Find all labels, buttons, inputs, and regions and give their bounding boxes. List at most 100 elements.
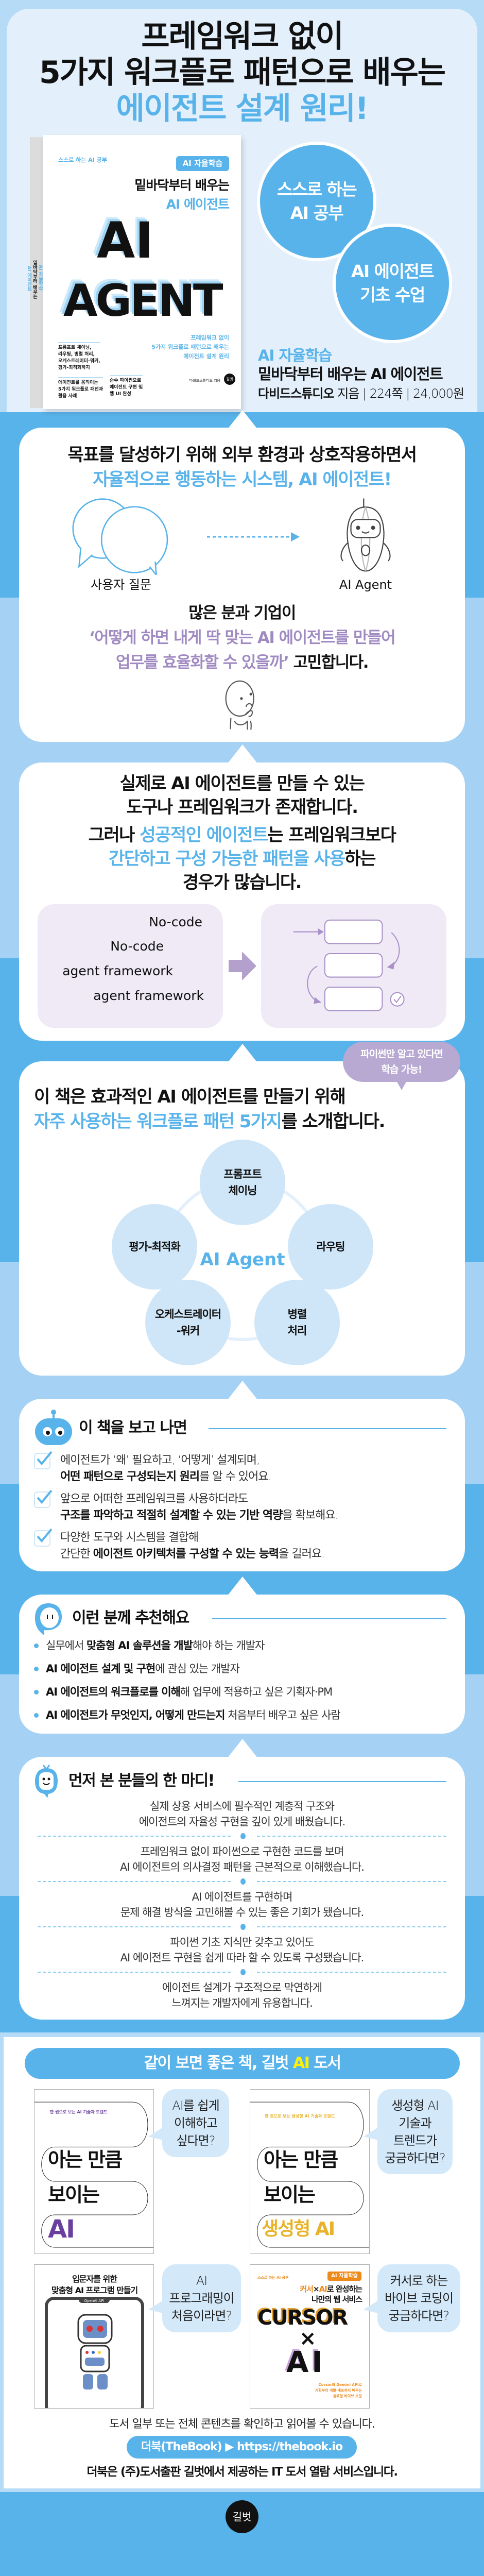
robot-head-icon <box>35 1410 72 1445</box>
text-segment: AI <box>292 2054 310 2072</box>
text-segment: 를 소개합니다. <box>281 1111 385 1132</box>
feature-line: 라우팅, 병렬 처리, <box>58 352 95 357</box>
feature-line: 오케스트레이터-워커, <box>58 359 100 364</box>
text-segment: 성공적인 에이전트 <box>140 825 268 845</box>
text-segment: 해야 하는 개발자 <box>192 1639 265 1652</box>
dashed-divider <box>257 1972 446 1973</box>
cover-subtitle-line: 에이전트 설계 원리 <box>183 353 229 360</box>
feature-line: 웹 UI 완성 <box>110 392 131 397</box>
review-line: 느껴지는 개발자에게 유용합니다. <box>171 1997 313 2009</box>
dashed-divider <box>38 1836 231 1837</box>
hero-badge-basics: AI 에이전트 기초 수업 <box>333 224 452 343</box>
heading-rule <box>212 1618 446 1619</box>
question-line3: 업무를 효율화할 수 있을까’ 고민합니다. <box>0 652 484 673</box>
text-segment: AI 에이전트가 무엇인지, 어떻게 만드는지 <box>46 1709 225 1721</box>
bubble-line: 궁금하다면? <box>385 2150 445 2165</box>
hero-title-line2: 5가지 워크플로 패턴으로 배우는 <box>39 55 446 91</box>
price: | 24,000원 <box>402 386 464 401</box>
thebook-link-button[interactable]: 더북(TheBook) ▶ https://thebook.io <box>127 2436 357 2459</box>
frameworks-line5: 경우가 많습니다. <box>182 872 302 893</box>
related-book-ai[interactable]: 한 권으로 보는 AI 기술과 트렌드 아는 만큼 보이는 AI <box>34 2089 154 2254</box>
bubble-line: 생성형 AI <box>391 2098 439 2113</box>
badge-line: 파이썬만 알고 있다면 <box>360 1048 443 1060</box>
hero-series: AI 자율학습 <box>258 347 332 364</box>
pattern-center-label: AI Agent <box>200 1249 285 1270</box>
divider-dot <box>240 1833 246 1839</box>
text-segment: 실무에서 <box>46 1639 87 1652</box>
bullet-icon <box>34 1667 39 1671</box>
node-label: 오케스트레이터 <box>154 1308 221 1320</box>
dashed-divider <box>38 1926 231 1927</box>
node-label: 프롬프트 <box>223 1168 262 1180</box>
checkbox-icon <box>34 1451 53 1469</box>
dotted-arrow-icon <box>207 532 300 541</box>
feature-line: 에이전트를 움직이는 <box>58 380 98 385</box>
bubble-line: 프로그래밍이 <box>169 2291 234 2306</box>
spine-title2: AI 에이전트 <box>26 266 31 292</box>
review-line: 에이전트의 자율성 구현을 깊이 있게 배웠습니다. <box>139 1816 345 1828</box>
reviews-card <box>19 1757 465 2020</box>
tool-label: No-code <box>110 939 164 954</box>
badge-tail <box>396 1081 407 1090</box>
feature-line: 에이전트 구현 및 <box>110 385 143 390</box>
text-segment: × <box>313 2284 320 2294</box>
card-pointer <box>227 410 258 430</box>
cover-art-x: × <box>299 2327 316 2350</box>
review-line: 에이전트 설계가 구조적으로 막연하게 <box>162 1981 322 1994</box>
bubble-tail <box>148 2299 165 2314</box>
text-segment: 간단하고 구성 가능한 패턴을 사용 <box>109 849 345 869</box>
feature-line: 활용 사례 <box>58 394 77 399</box>
book-cover: AI 자율학습 밑바닥부터 배우는 AI 에이전트 스스로 하는 AI 공부 A… <box>26 135 241 409</box>
after-heading: 이 책을 보고 나면 <box>79 1419 187 1437</box>
bubble-line: AI <box>196 2274 208 2288</box>
cover-title1: 밑바닥부터 배우는 <box>134 178 230 193</box>
text-segment: 구조를 파악하고 적절히 설계할 수 있는 기반 역량 <box>60 1509 283 1522</box>
patterns-line2: 자주 사용하는 워크플로 패턴 5가지를 소개합니다. <box>34 1111 385 1132</box>
bubble-line: 싶다면? <box>176 2133 216 2148</box>
frameworks-line2: 도구나 프레임워크가 존재합니다. <box>126 797 358 818</box>
badge-line: AI 공부 <box>290 203 344 223</box>
recommend-item: AI 에이전트의 워크플로를 이해해 업무에 적용하고 싶은 기획자·PM <box>46 1685 333 1699</box>
robot-icon <box>340 498 391 572</box>
dashed-divider <box>257 1881 446 1882</box>
divider-dot <box>240 1969 246 1975</box>
node-label: -워커 <box>176 1325 200 1337</box>
cover-series-tag: 스스로 하는 AI 공부 <box>257 2276 289 2280</box>
page-count: 224쪽 <box>369 386 403 401</box>
text-segment: 에이전트 아키텍처를 구성할 수 있는 능력 <box>93 1548 279 1561</box>
heading-rule <box>209 1428 446 1429</box>
bubble-line: AI를 쉽게 <box>172 2098 219 2113</box>
related-book-cursor-ai[interactable]: 스스로 하는 AI 공부 AI 자율학습 커서×AI로 완성하는 나만의 웹 서… <box>250 2264 370 2409</box>
book-spine: AI 자율학습 밑바닥부터 배우는 AI 에이전트 <box>26 137 43 408</box>
cover-lane-lines <box>250 2102 369 2248</box>
bubble-line: 트렌드가 <box>393 2133 437 2148</box>
related-book-generative-ai[interactable]: 한 권으로 보는 생성형 AI 기술과 트렌드 아는 만큼 보이는 생성형 AI <box>250 2089 370 2254</box>
badge-line: 기초 수업 <box>360 285 425 305</box>
review-line: 프레임워크 없이 파이썬으로 구현한 코드를 보며 <box>140 1845 344 1858</box>
text-segment: 에 관심 있는 개발자 <box>155 1663 240 1675</box>
cover-publisher-logo: 길벗 <box>224 374 235 385</box>
text-segment: 그러나 <box>88 825 140 845</box>
cover-subtitle-line: 기획부터 개발·배포까지 배우는 <box>315 2388 362 2393</box>
thebook-note: 도서 일부 또는 전체 콘텐츠를 확인하고 읽어볼 수 있습니다. <box>109 2418 375 2431</box>
speech-face-icon <box>35 1603 62 1635</box>
frameworks-line4: 간단하고 구성 가능한 패턴을 사용하는 <box>0 848 484 870</box>
patterns-line1: 이 책은 효과적인 AI 에이전트를 만들기 위해 <box>34 1087 346 1107</box>
text-segment: 어떤 패턴으로 구성되는지 원리 <box>60 1470 200 1483</box>
cover-title1: 아는 만큼 <box>264 2148 338 2171</box>
dashed-divider <box>257 1836 446 1837</box>
related-heading-pill: 같이 보면 좋은 책, 길벗 AI 도서 <box>25 2048 460 2079</box>
arrow-right-icon <box>229 952 256 980</box>
review-line: AI 에이전트 구현을 쉽게 따라 할 수 있도록 구성됐습니다. <box>120 1952 365 1964</box>
related-book-ai-programming[interactable]: 입문자를 위한 맞춤형 AI 프로그램 만들기 OpenAI API <box>34 2264 154 2409</box>
text-segment: 해 업무에 적용하고 싶은 기획자·PM <box>180 1686 333 1698</box>
cover-subtitle: 프레임워크 없이 5가지 워크플로 패턴으로 배우는 에이전트 설계 원리 <box>151 333 229 361</box>
after-item-line: 에이전트가 ‘왜’ 필요하고, ‘어떻게’ 설계되며, <box>60 1454 260 1467</box>
review-line: 실제 상용 서비스에 필수적인 계층적 구조와 <box>149 1800 335 1812</box>
badge-line: 학습 가능! <box>381 1064 422 1075</box>
cover-series-badge: AI 자율학습 <box>176 156 229 171</box>
text-segment: 처음부터 배우고 싶은 사람 <box>224 1709 341 1721</box>
hero-title-line1: 프레임워크 없이 <box>141 19 343 55</box>
